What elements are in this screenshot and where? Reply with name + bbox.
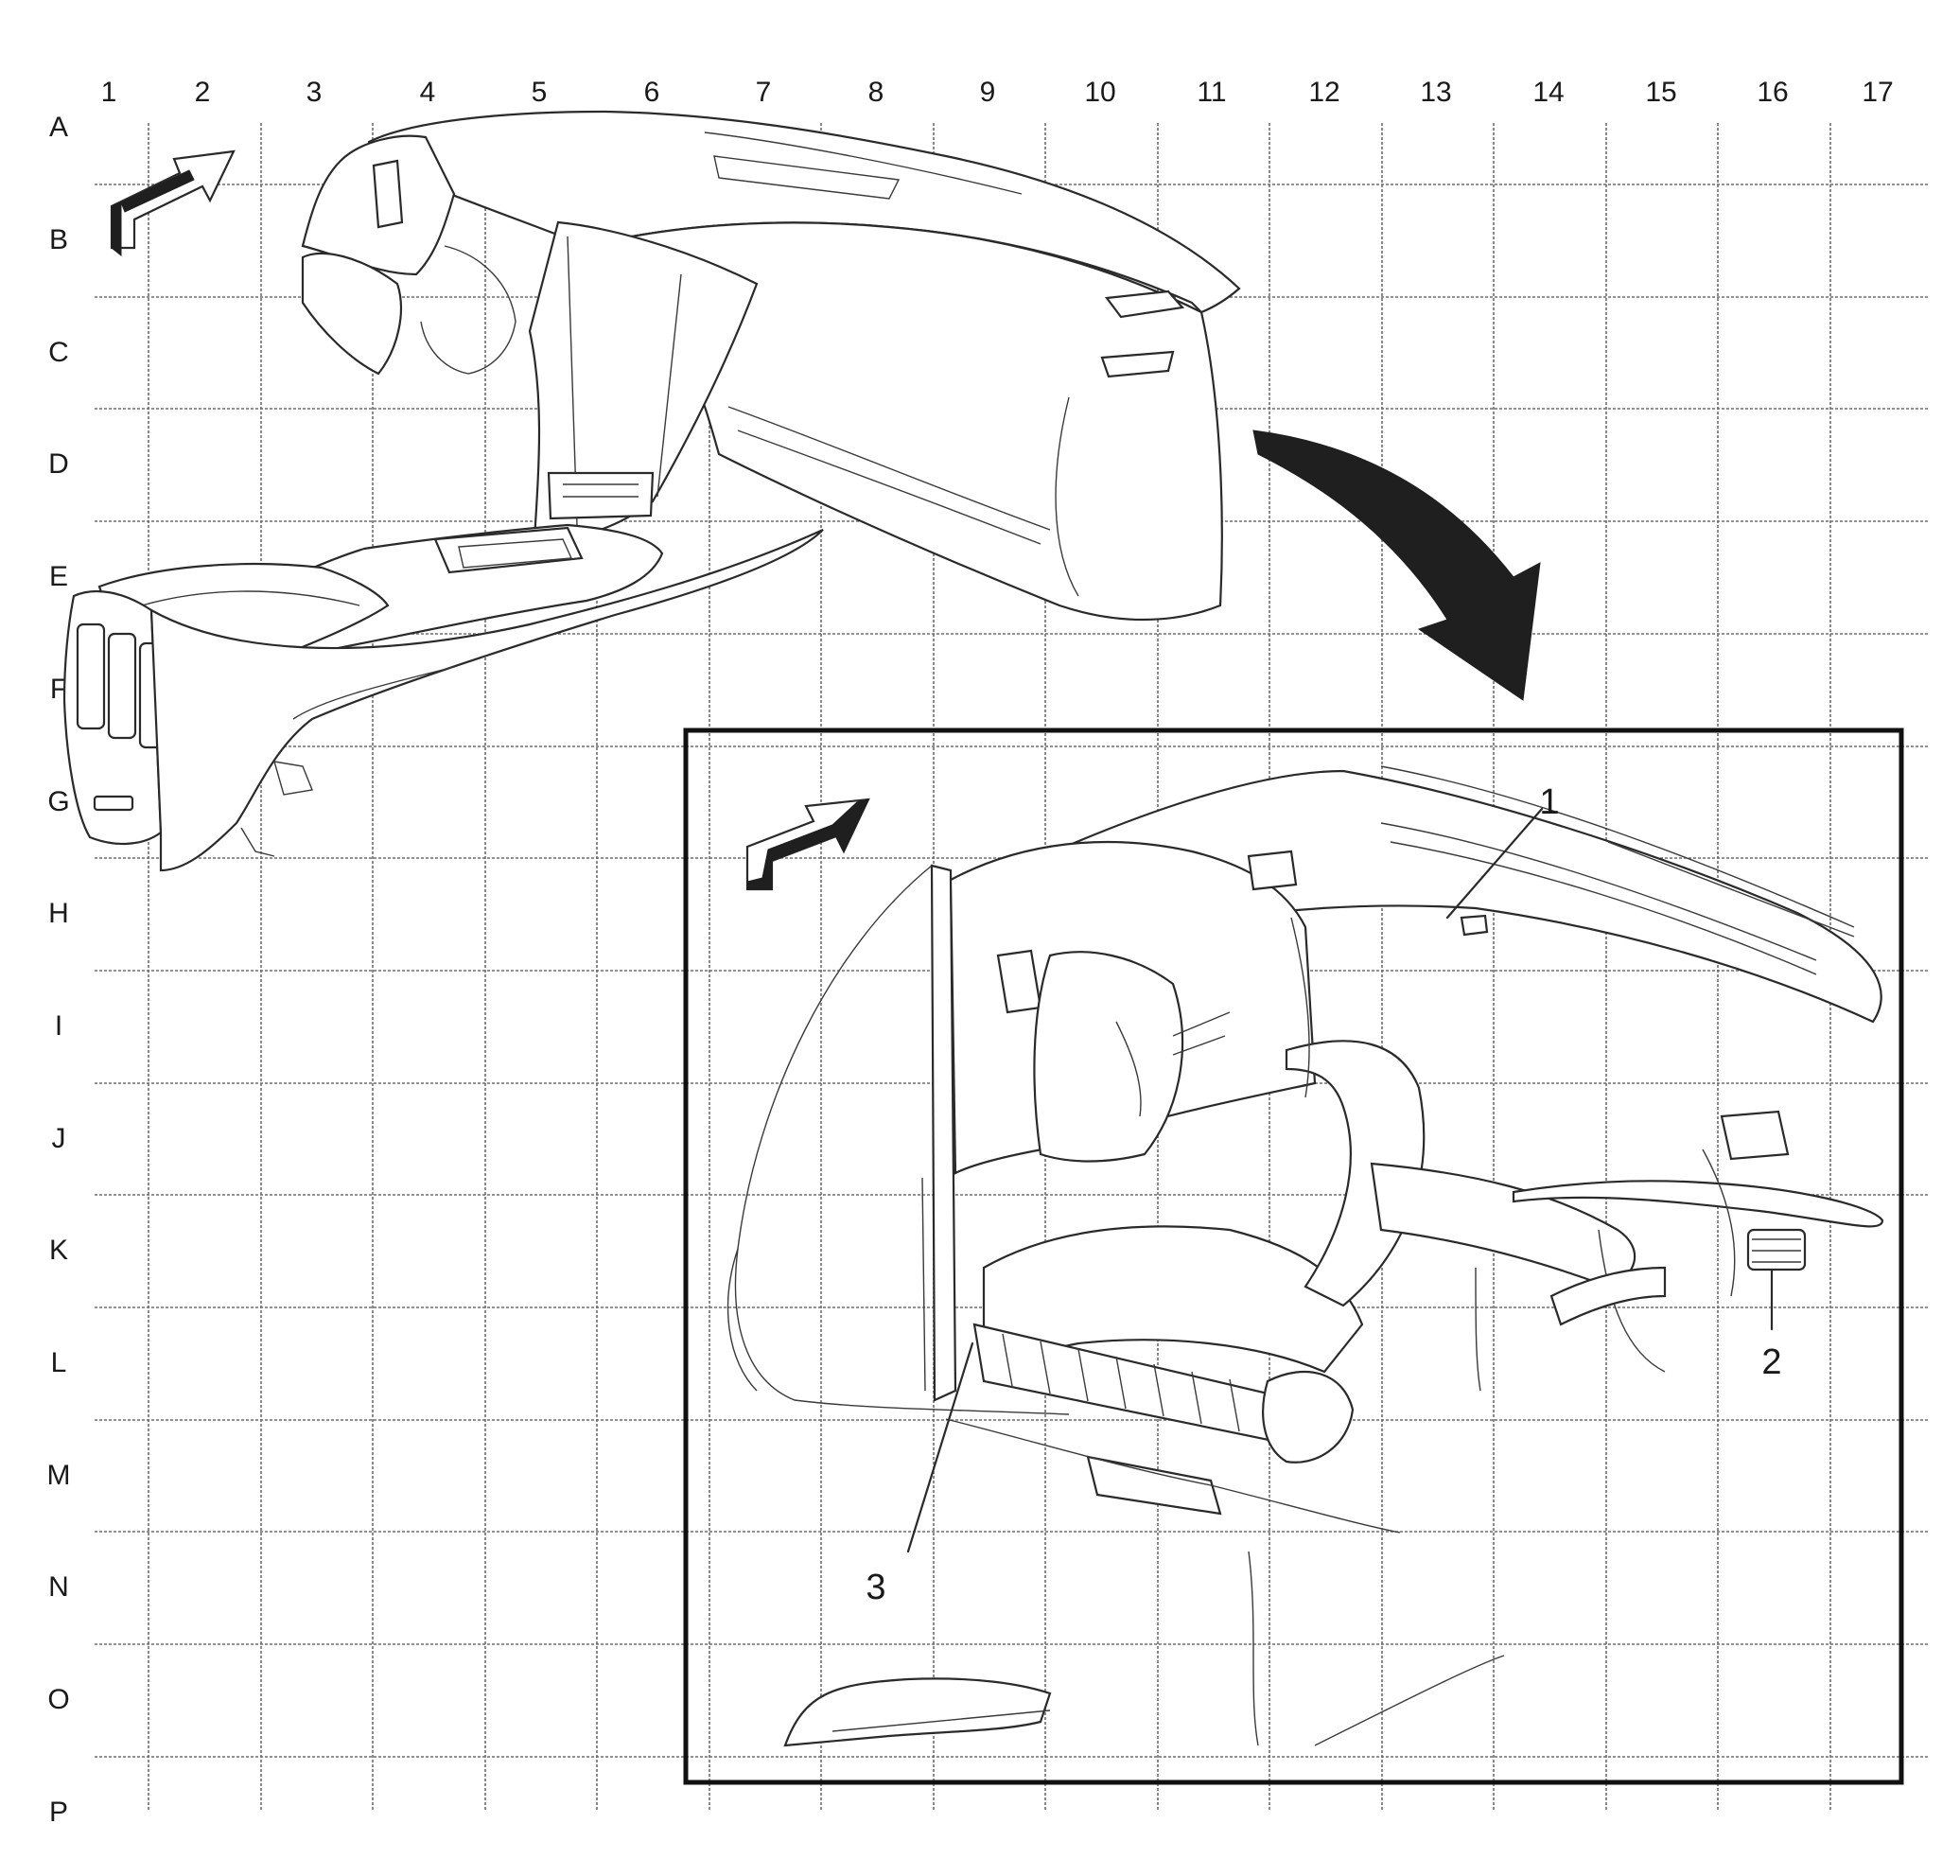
grid-row-label: N (48, 1571, 69, 1603)
grid-column-label: 11 (1197, 77, 1226, 108)
component-2-connector (1746, 1228, 1807, 1271)
orientation-arrow-icon (110, 149, 236, 257)
grid-row-label: F (50, 674, 67, 705)
grid-column-label: 1 (101, 77, 117, 108)
grid-column-label: 17 (1862, 77, 1893, 108)
grid-column-label: 3 (306, 77, 323, 108)
grid-row-label: L (51, 1347, 67, 1378)
grid-column-label: 9 (980, 77, 996, 108)
grid-column-label: 2 (195, 77, 211, 108)
rear-vent-center (107, 632, 137, 740)
grid-row-label: K (49, 1235, 68, 1266)
callout-label: 2 (1761, 1342, 1781, 1382)
grid-column-label: 16 (1757, 77, 1788, 108)
callout-1: 1 (1445, 782, 1560, 920)
grid-column-label: 12 (1308, 77, 1339, 108)
grid-column-label: 7 (756, 77, 772, 108)
grid-column-label: 15 (1645, 77, 1676, 108)
grid-column-label: 5 (532, 77, 548, 108)
callout-3: 3 (866, 1341, 974, 1607)
callout-label: 1 (1539, 782, 1559, 822)
grid-column-labels: 1 2 3 4 5 6 7 8 9 10 11 12 13 14 15 16 1… (101, 77, 1894, 108)
grid-column-label: 6 (644, 77, 660, 108)
grid-row-label: C (48, 337, 69, 368)
grid-row-label: B (49, 224, 68, 255)
grid-column-label: 8 (868, 77, 884, 108)
detail-view-frame (683, 728, 1904, 1785)
grid-column-label: 14 (1532, 77, 1564, 108)
grid-row-label: O (47, 1684, 69, 1715)
callout-2: 2 (1761, 1268, 1782, 1382)
rear-vent-left (76, 622, 106, 730)
grid-row-label: J (52, 1123, 66, 1154)
grid-column-label: 10 (1084, 77, 1115, 108)
callout-label: 3 (866, 1568, 885, 1607)
instrument-panel-overview (62, 110, 1241, 872)
detail-view-artwork (726, 765, 1884, 1747)
grid-row-label: M (47, 1460, 71, 1491)
grid-row-label: I (55, 1010, 62, 1042)
grid-row-labels: A B C D E F G H I J K L M N O P (47, 112, 71, 1828)
grid-row-label: H (48, 898, 69, 929)
grid-column-label: 13 (1420, 77, 1451, 108)
grid-row-label: E (49, 561, 68, 592)
grid-column-label: 4 (420, 77, 436, 108)
grid-row-label: D (48, 448, 69, 480)
view-transition-arrow-icon (1252, 430, 1541, 701)
detail-orientation-arrow-icon (745, 798, 870, 891)
grid-row-label: A (49, 112, 68, 143)
grid-row-label: P (49, 1797, 68, 1828)
grid-row-label: G (47, 786, 69, 817)
